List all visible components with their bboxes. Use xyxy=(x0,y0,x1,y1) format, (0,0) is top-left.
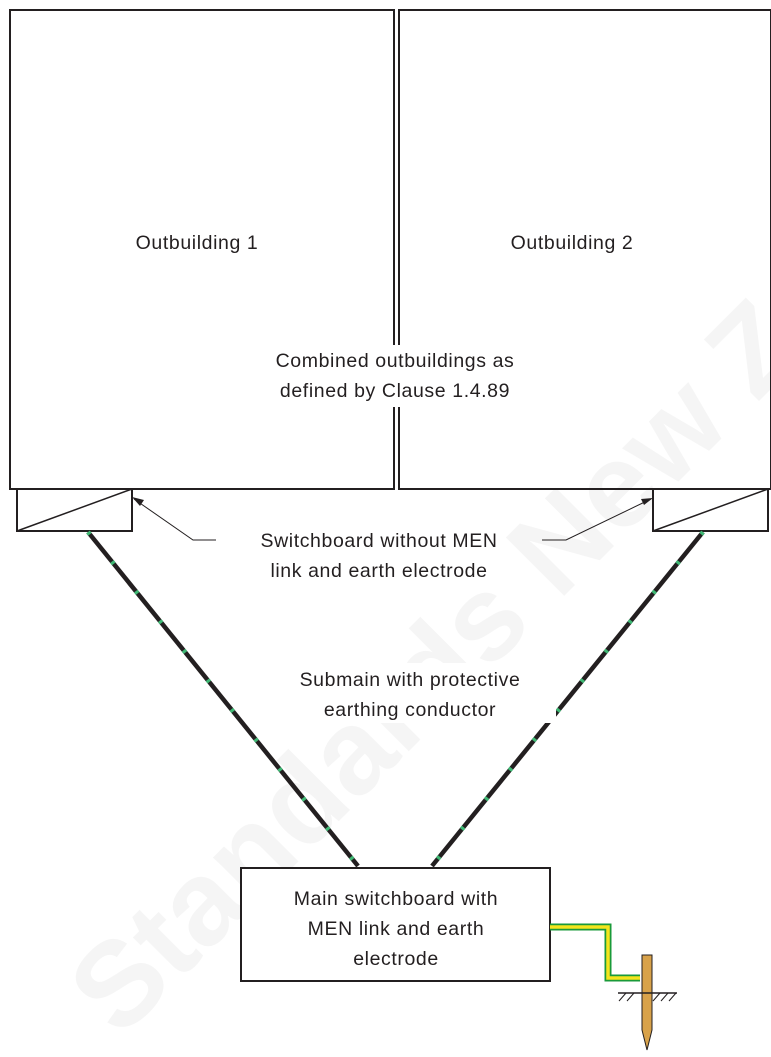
submain-right-line xyxy=(430,530,705,868)
outbuilding-2-label: Outbuilding 2 xyxy=(511,232,634,254)
combined-label-backing xyxy=(230,345,560,407)
switchboard-label-line-2: link and earth electrode xyxy=(270,560,487,582)
earth-electrode-rod xyxy=(641,954,653,1051)
submain-label-line-2: earthing conductor xyxy=(324,699,496,721)
submain-left-line xyxy=(86,530,360,868)
earthing-conductor-core xyxy=(550,925,640,980)
switchboard-right-diagonal xyxy=(652,488,769,532)
earth-electrode xyxy=(618,954,677,1051)
arrowhead-left xyxy=(132,497,144,506)
submain-label: Submain with protective earthing conduct… xyxy=(268,663,556,723)
switchboard-outbuilding-2 xyxy=(652,488,769,532)
leader-line-right xyxy=(542,498,652,541)
outbuilding-2: Outbuilding 2 xyxy=(398,9,771,490)
submain-cable-left xyxy=(86,530,360,868)
main-switchboard-line-1: Main switchboard with xyxy=(294,888,498,910)
switchboard-left-diagonal xyxy=(16,488,133,532)
switchboard-label: Switchboard without MEN link and earth e… xyxy=(132,497,653,582)
combined-label-line-1: Combined outbuildings as xyxy=(276,350,515,372)
main-switchboard-box xyxy=(240,867,551,982)
earthing-conductor-sheath xyxy=(550,923,640,982)
arrowhead-right xyxy=(641,498,653,505)
ground-hatching xyxy=(618,992,677,1002)
submain-cable-right xyxy=(430,530,705,868)
submain-label-line-1: Submain with protective xyxy=(300,669,521,691)
main-switchboard: Main switchboard with MEN link and earth… xyxy=(240,867,551,982)
outbuilding-1: Outbuilding 1 xyxy=(9,9,395,490)
outbuilding-1-label: Outbuilding 1 xyxy=(136,232,259,254)
combined-label-line-2: defined by Clause 1.4.89 xyxy=(280,380,510,402)
earthing-conductor xyxy=(550,923,640,982)
outbuilding-2-box xyxy=(398,9,771,490)
combined-outbuildings-label: Combined outbuildings as defined by Clau… xyxy=(230,345,560,407)
switchboard-label-line-1: Switchboard without MEN xyxy=(260,530,497,552)
main-switchboard-line-3: electrode xyxy=(353,948,439,970)
main-switchboard-line-2: MEN link and earth xyxy=(308,918,485,940)
outbuilding-1-box xyxy=(9,9,395,490)
submain-label-backing xyxy=(268,663,556,723)
switchboard-outbuilding-1 xyxy=(16,488,133,532)
leader-line-left xyxy=(133,498,216,541)
